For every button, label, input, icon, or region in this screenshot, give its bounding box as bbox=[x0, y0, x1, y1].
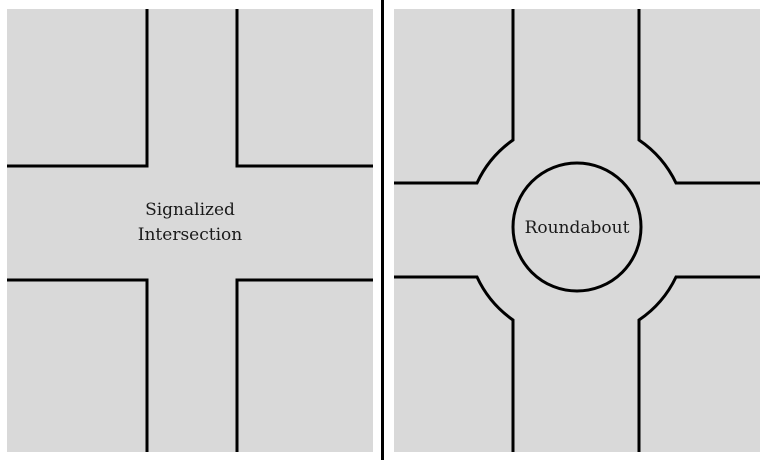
roundabout-label: Roundabout bbox=[525, 218, 630, 238]
road-edges bbox=[7, 9, 373, 452]
signalized-label-line2: Intersection bbox=[138, 225, 242, 245]
road-edge-bottom-left bbox=[7, 278, 149, 452]
road-edge-bottom-right bbox=[235, 278, 373, 452]
central-island bbox=[511, 161, 643, 293]
road-edge-top-left bbox=[7, 9, 149, 168]
road-edge-top-right bbox=[637, 9, 760, 185]
road-edge-top-left bbox=[394, 9, 515, 185]
signalized-intersection-panel: Signalized Intersection bbox=[7, 9, 373, 452]
signalized-label-line1: Signalized bbox=[145, 200, 235, 220]
roundabout-panel: Roundabout bbox=[394, 9, 760, 452]
road-edge-bottom-left bbox=[394, 275, 515, 452]
road-edge-bottom-right bbox=[637, 275, 760, 452]
road-edge-top-right bbox=[235, 9, 373, 168]
panel-background bbox=[7, 9, 373, 452]
road-edges bbox=[394, 9, 760, 452]
